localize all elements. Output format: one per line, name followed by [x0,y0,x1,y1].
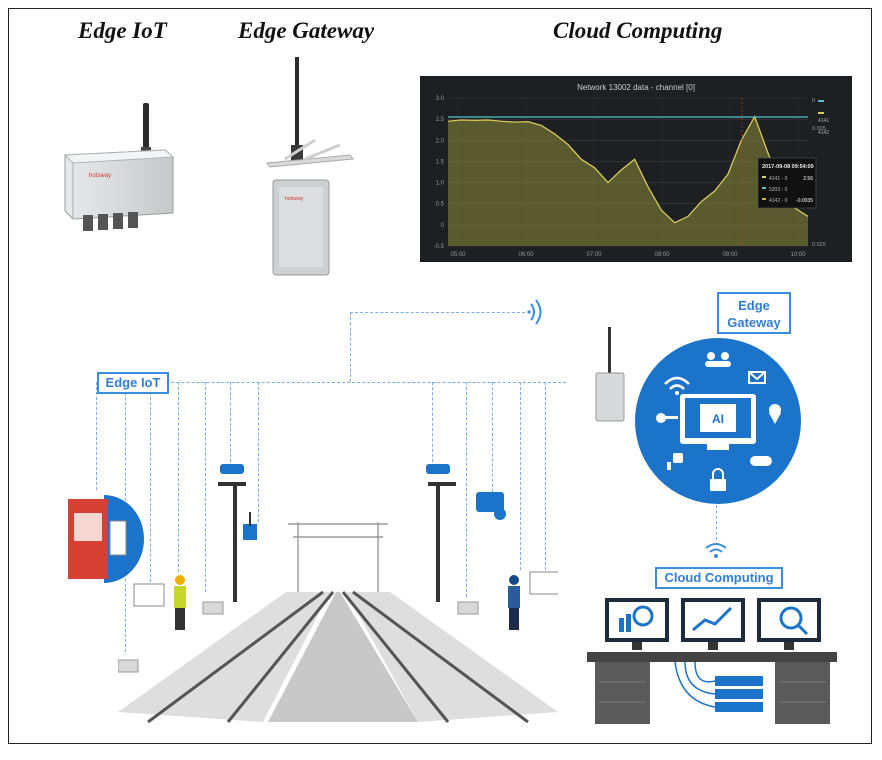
wifi-icon [664,376,690,395]
title-edge-gateway: Edge Gateway [238,18,375,43]
connector-drop-3 [150,382,151,582]
y-tick-label: 3.0 [436,96,445,102]
tooltip-series-name: 4142 - 0 [769,198,788,204]
ai-chip-label: AI [712,412,724,426]
edge-gateway-device-photo: hotsway [266,57,354,276]
figure-frame [8,8,872,744]
connector-drop-7 [258,382,259,522]
connector-drop-9 [466,382,467,597]
tooltip-series-value: 2.56 [803,176,813,182]
location-pin-icon [769,404,781,424]
x-tick-label: 07:00 [586,252,602,258]
x-tick-label: 06:00 [518,252,534,258]
chart-tooltip: 2017-09-08 09:54:00 4141 - 0 2.56 5203 - 0… [757,157,817,209]
connector-cloud [716,505,717,540]
y-tick-label: 2.0 [436,138,445,144]
device-brand-label: hotsway [89,173,111,179]
tooltip-swatch [762,176,766,178]
monitor-search-icon [757,598,821,650]
x-tick-label: 09:00 [722,252,738,258]
connector-vertical [350,312,351,382]
y-tick-label: 0 [441,223,445,229]
worker-figure-right [508,575,520,630]
title-cloud-computing: Cloud Computing [553,18,723,43]
edge-gateway-tag-line1: Edge [738,298,770,313]
tooltip-series-value: -0.0035 [796,198,813,204]
card-reader-icon [476,492,506,520]
edge-gateway-tag-line2: Gateway [727,315,781,330]
tooltip-series-name: 5203 - 0 [769,187,788,193]
railway-platform-scene [118,464,558,724]
x-tick-label: 10:00 [790,252,806,258]
plug-icon [667,453,683,470]
legend-item-4141: 4141 [818,118,829,124]
mail-icon [748,371,766,384]
connector-drop-1 [96,382,97,490]
server-stack-icon [715,676,763,712]
edge-iot-tag: Edge IoT [97,372,169,394]
antenna-icon [295,57,299,152]
title-edge-iot: Edge IoT [78,18,167,43]
desk-drawer-left [595,662,650,724]
sensor-box-icon [118,601,479,673]
connector-drop-5 [205,382,206,592]
series-line-4141 [447,115,809,224]
tooltip-series-name: 4141 - 0 [769,176,788,182]
svg-text:hotsway: hotsway [285,196,304,202]
edge-iot-device-photo: hotsway [63,103,175,231]
turnstile-icon [133,571,558,607]
connector-drop-8 [432,382,433,462]
edge-gateway-tag: Edge Gateway [717,292,791,334]
cloud-wifi-icon [705,543,727,558]
lock-icon [710,468,726,491]
connector-drop-11 [520,382,521,570]
connector-drop-4 [178,382,179,572]
dashboard-chart-panel: Network 13002 data - channel [0] 3.0 2.5 2… [420,76,852,262]
worker-figure-left [174,575,186,630]
monitor-analytics-icon [605,598,669,650]
wifi-signal-icon [527,299,542,325]
cctv-camera-icon [220,464,450,474]
connector-drop-12 [545,382,546,570]
cloud-computing-tag: Cloud Computing [655,567,783,589]
y-tick-label: -0.5 [434,244,445,250]
cloud-workstation [587,598,837,724]
gamepad-icon [750,456,772,466]
monitor-trend-icon [681,598,745,650]
x-tick-label: 05:00 [450,252,466,258]
chart-x-tick-labels: 05:00 06:00 07:00 08:00 09:00 10:00 [450,252,806,258]
desk-drawer-right [775,662,830,724]
chart-title: Network 13002 data - channel [0] [577,83,695,92]
ticket-machine-icon [68,495,144,583]
key-icon [656,413,678,423]
ai-hub-circle: AI [635,338,801,504]
right-tick-label: 0.005 [812,126,826,132]
connector-horizontal [96,382,566,383]
desk-top [587,652,837,662]
antenna-icon [143,103,149,158]
legend-right: 4141 4142 [818,100,829,136]
y-tick-label: 2.5 [436,117,445,123]
tooltip-swatch [762,198,766,200]
tooltip-swatch [762,187,766,189]
y-tick-label: 1.0 [436,181,445,187]
right-tick-label: 0 [812,98,815,104]
connector-drop-10 [492,382,493,492]
chart-y-tick-labels: 3.0 2.5 2.0 1.5 1.0 0.5 0 -0.5 [434,96,445,250]
y-tick-label: 0.5 [436,202,445,208]
y-tick-label: 1.5 [436,159,445,165]
right-tick-label: 0.025 [812,242,826,248]
sensor-antenna-icon [243,512,257,540]
connector-top [350,312,525,313]
x-tick-label: 08:00 [654,252,670,258]
chart-right-tick-labels: 0 0.005 0.025 [812,98,826,248]
connector-drop-6 [230,382,231,462]
series-area-4141 [448,116,808,246]
gateway-device-icon [595,327,625,422]
users-icon [705,352,731,367]
legend-item-4142: 4142 [818,130,829,136]
lamp-posts [218,482,456,602]
tooltip-time: 2017-09-08 09:54:00 [762,164,814,170]
